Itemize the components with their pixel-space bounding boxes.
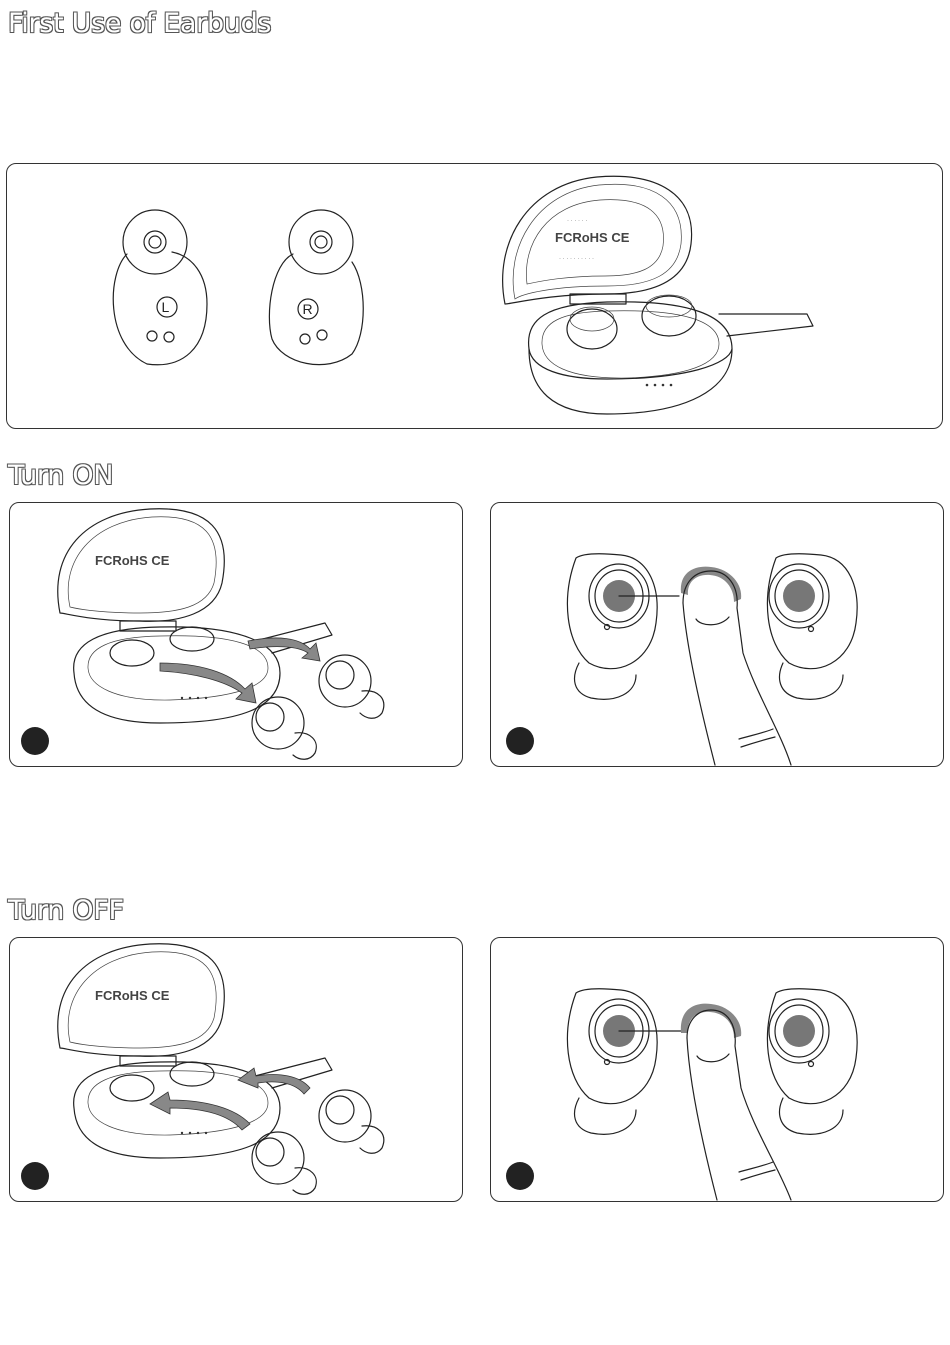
section-title-turn-off: Turn OFF [8,895,124,926]
turn-on-step2-panel [490,502,944,767]
earbud-right-icon [319,1090,384,1153]
case-certification-text: FCRoHS CE [95,988,170,1003]
arrow-out-icon [160,638,320,703]
charging-case-open-icon: FCRoHS CE · · · · · · · · · · · · · · · … [503,176,813,414]
charging-case-open-icon: FCRoHS CE [58,509,332,723]
touch-area-right [783,580,815,612]
arrow-in-icon [150,1068,310,1130]
step-badge-icon [21,727,49,755]
right-label: R [303,301,313,317]
case-certification-text: FCRoHS CE [555,230,630,245]
earbud-right-icon [767,989,857,1135]
section-title-first-use: First Use of Earbuds [8,8,271,39]
turn-off-step2-panel [490,937,944,1202]
step-badge-icon [21,1162,49,1190]
first-use-panel: L R FCRoHS CE · · · · · · · · · · · · · … [6,163,943,429]
left-label: L [162,299,170,315]
earbud-left-icon [252,697,316,759]
svg-text:· · · · · ·: · · · · · · [567,218,587,224]
earbud-left-icon [567,989,657,1135]
earbud-right-icon [767,554,857,700]
step-badge-icon [506,1162,534,1190]
turn-on-step1-panel: FCRoHS CE [9,502,463,767]
earbud-left-icon: L [113,210,207,365]
section-title-turn-on: Turn ON [8,460,113,491]
turn-off-step1-panel: FCRoHS CE [9,937,463,1202]
svg-text:· · · · · · · · · ·: · · · · · · · · · · [559,256,594,262]
charging-case-open-icon: FCRoHS CE [58,944,332,1158]
case-certification-text: FCRoHS CE [95,553,170,568]
step-badge-icon [506,727,534,755]
earbud-left-icon [567,554,657,700]
earbud-left-icon [252,1132,316,1194]
earbud-right-icon: R [269,210,363,365]
touch-area-right [783,1015,815,1047]
earbud-right-icon [319,655,384,718]
